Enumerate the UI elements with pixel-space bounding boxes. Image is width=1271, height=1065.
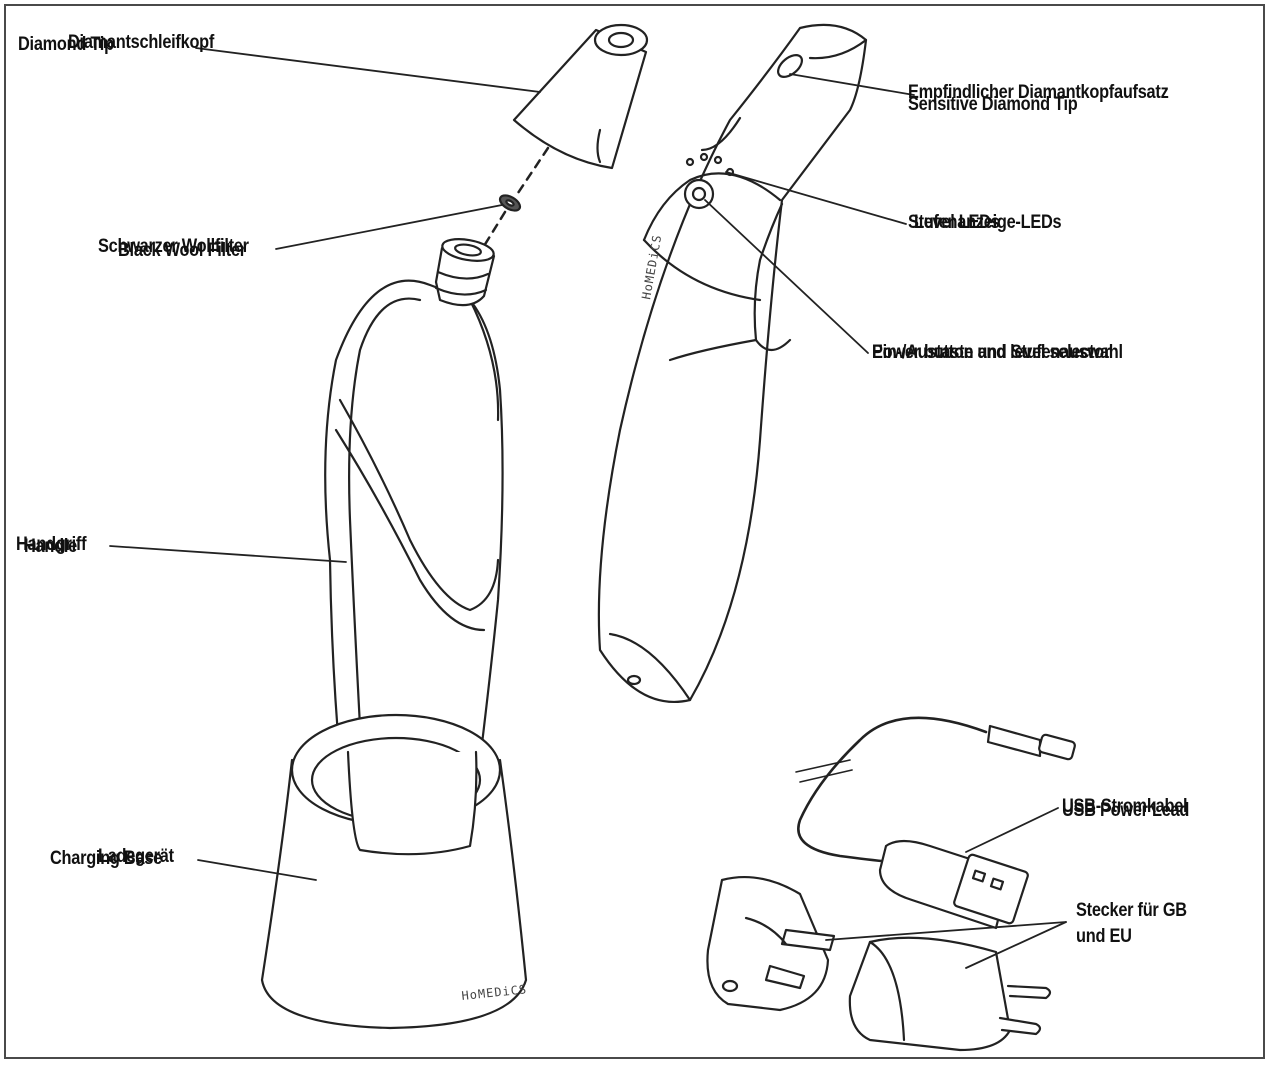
label-black-wool-filter-en: Black Wool Filter [118,240,246,262]
label-power-button-de: Ein-/Austaste und Stufenauswahl [872,342,1123,364]
label-usb-lead-en: USB Power Lead [1062,800,1189,822]
label-sensitive-tip-de: Empfindlicher Diamantkopfaufsatz [908,82,1168,104]
usb-cable-drawing [796,718,1076,928]
label-plugs: Stecker für GB und EU [1076,898,1187,950]
label-diamond-tip-de: Diamantschleifkopf [68,32,214,54]
label-handle-en: Handle [24,536,77,558]
uk-plug-drawing [707,877,834,1010]
label-level-leds-en: Level LEDs [914,212,1000,234]
handle-back-drawing [599,25,866,702]
leader-lines [110,48,1066,968]
eu-plug-drawing [850,938,1050,1050]
label-charging-base-de: Ladegerät [98,846,174,868]
diamond-tip-drawing [514,25,647,168]
tip-guide-line [516,148,548,196]
black-wool-filter-drawing [497,192,522,213]
charging-base-drawing [262,715,526,1028]
